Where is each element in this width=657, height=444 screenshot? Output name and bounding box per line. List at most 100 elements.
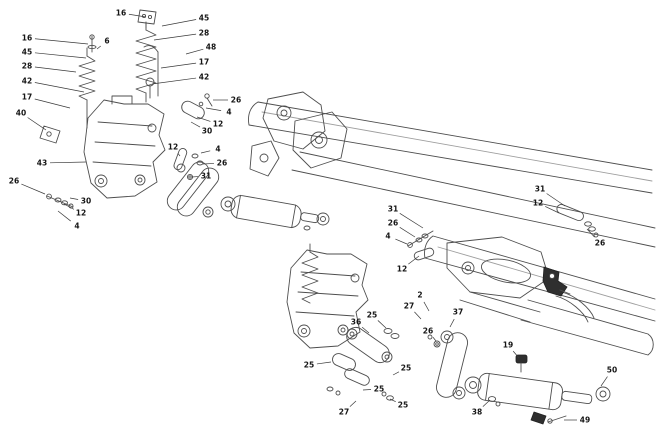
- bushing-and-bolts-right: [181, 93, 213, 120]
- callout-leader-12: [408, 255, 420, 265]
- callout-leader-31: [546, 193, 566, 207]
- callout-label-26: 26: [595, 239, 605, 248]
- callout-leader-25: [316, 361, 332, 365]
- callout-label-4: 4: [226, 108, 231, 117]
- callout-leader-4: [395, 238, 408, 245]
- callout-label-37: 37: [453, 308, 463, 317]
- pin-washer-set-left: [46, 193, 74, 209]
- callout-leader-4: [57, 210, 71, 222]
- callout-label-12: 12: [76, 209, 86, 218]
- callout-leader-26: [21, 183, 46, 195]
- callout-leader-17: [160, 62, 197, 69]
- callout-label-25: 25: [398, 401, 408, 410]
- callout-label-25: 25: [401, 364, 411, 373]
- callout-label-12: 12: [533, 199, 543, 208]
- callout-leader-12: [177, 153, 181, 157]
- lower-cylinder: [464, 354, 611, 425]
- callout-label-2: 2: [417, 291, 422, 300]
- upper-cylinder: [220, 194, 330, 231]
- callout-leader-12: [545, 206, 560, 214]
- callout-leader-25: [389, 398, 396, 402]
- callout-label-27: 27: [339, 408, 349, 417]
- callout-leader-48: [185, 48, 204, 55]
- callout-leader-4: [205, 107, 222, 111]
- callout-leader-19: [512, 350, 520, 359]
- callout-label-31: 31: [388, 205, 398, 214]
- callout-leader-28: [153, 33, 197, 41]
- callout-label-45: 45: [22, 48, 32, 57]
- callout-label-26: 26: [9, 177, 19, 186]
- callout-label-26: 26: [388, 219, 398, 228]
- callout-label-12: 12: [213, 120, 223, 129]
- callout-label-4: 4: [74, 222, 79, 231]
- callout-leader-30: [69, 197, 79, 200]
- callout-label-26: 26: [423, 327, 433, 336]
- callout-label-4: 4: [385, 232, 390, 241]
- spring-and-rod-parts: [39, 9, 159, 144]
- callout-leader-28: [34, 66, 77, 73]
- callout-leader-12: [63, 203, 75, 210]
- callout-leader-2: [423, 301, 430, 312]
- callout-label-25: 25: [374, 385, 384, 394]
- callout-label-6: 6: [104, 37, 109, 46]
- callout-leader-25: [377, 320, 387, 329]
- callout-leader-12: [196, 116, 211, 122]
- upper-link-arms: [166, 161, 220, 218]
- callout-label-12: 12: [168, 143, 178, 152]
- callout-leader-26: [202, 163, 215, 165]
- callout-label-12: 12: [397, 265, 407, 274]
- callout-label-26: 26: [231, 96, 241, 105]
- callout-leader-36: [361, 326, 370, 334]
- callout-label-36: 36: [351, 318, 361, 327]
- mid-pin-set: [173, 148, 204, 181]
- callout-label-28: 28: [199, 29, 209, 38]
- callout-leader-42: [151, 77, 197, 85]
- callout-leader-30: [190, 121, 201, 128]
- callout-label-27: 27: [404, 302, 414, 311]
- lower-boom-beam: [424, 235, 656, 356]
- callout-leader-45: [34, 52, 87, 59]
- callout-label-42: 42: [199, 73, 209, 82]
- callout-leader-17: [34, 98, 71, 109]
- callout-label-17: 17: [199, 58, 209, 67]
- callout-label-49: 49: [580, 416, 590, 425]
- callout-label-4: 4: [215, 145, 220, 154]
- callout-label-31: 31: [201, 172, 211, 181]
- callout-label-30: 30: [202, 127, 212, 136]
- callout-leader-43: [49, 161, 87, 164]
- upper-boom-beam: [248, 91, 656, 248]
- callout-leader-38: [482, 399, 491, 407]
- callout-leader-31: [399, 212, 424, 229]
- callout-leader-16: [128, 13, 147, 18]
- callout-label-48: 48: [206, 43, 216, 52]
- callout-label-42: 42: [22, 77, 32, 86]
- callout-label-30: 30: [81, 197, 91, 206]
- callout-leader-16: [34, 38, 89, 45]
- callout-leader-37: [449, 318, 455, 328]
- callout-label-16: 16: [22, 34, 32, 43]
- callout-leader-26: [432, 337, 437, 342]
- callout-label-45: 45: [199, 14, 209, 23]
- callout-label-17: 17: [22, 93, 32, 102]
- lower-mount-housing: [286, 243, 369, 349]
- callout-leader-40: [27, 117, 47, 131]
- callout-leader-27: [414, 311, 422, 320]
- callout-label-31: 31: [535, 185, 545, 194]
- latch-hook-part: [542, 266, 571, 297]
- upper-mount-housing: [83, 95, 166, 199]
- callout-leader-45: [161, 19, 197, 27]
- callout-label-25: 25: [367, 311, 377, 320]
- callout-label-28: 28: [22, 62, 32, 71]
- callout-label-16: 16: [116, 9, 126, 18]
- lower-link-arms: [346, 326, 469, 400]
- callout-leader-25: [392, 371, 400, 376]
- callout-leader-25: [362, 389, 372, 391]
- lower-pins-washers: [326, 204, 599, 407]
- callout-leader-50: [600, 376, 608, 387]
- callout-label-40: 40: [16, 109, 26, 118]
- callout-label-43: 43: [37, 159, 47, 168]
- callout-label-25: 25: [304, 361, 314, 370]
- callout-leader-27: [349, 400, 357, 407]
